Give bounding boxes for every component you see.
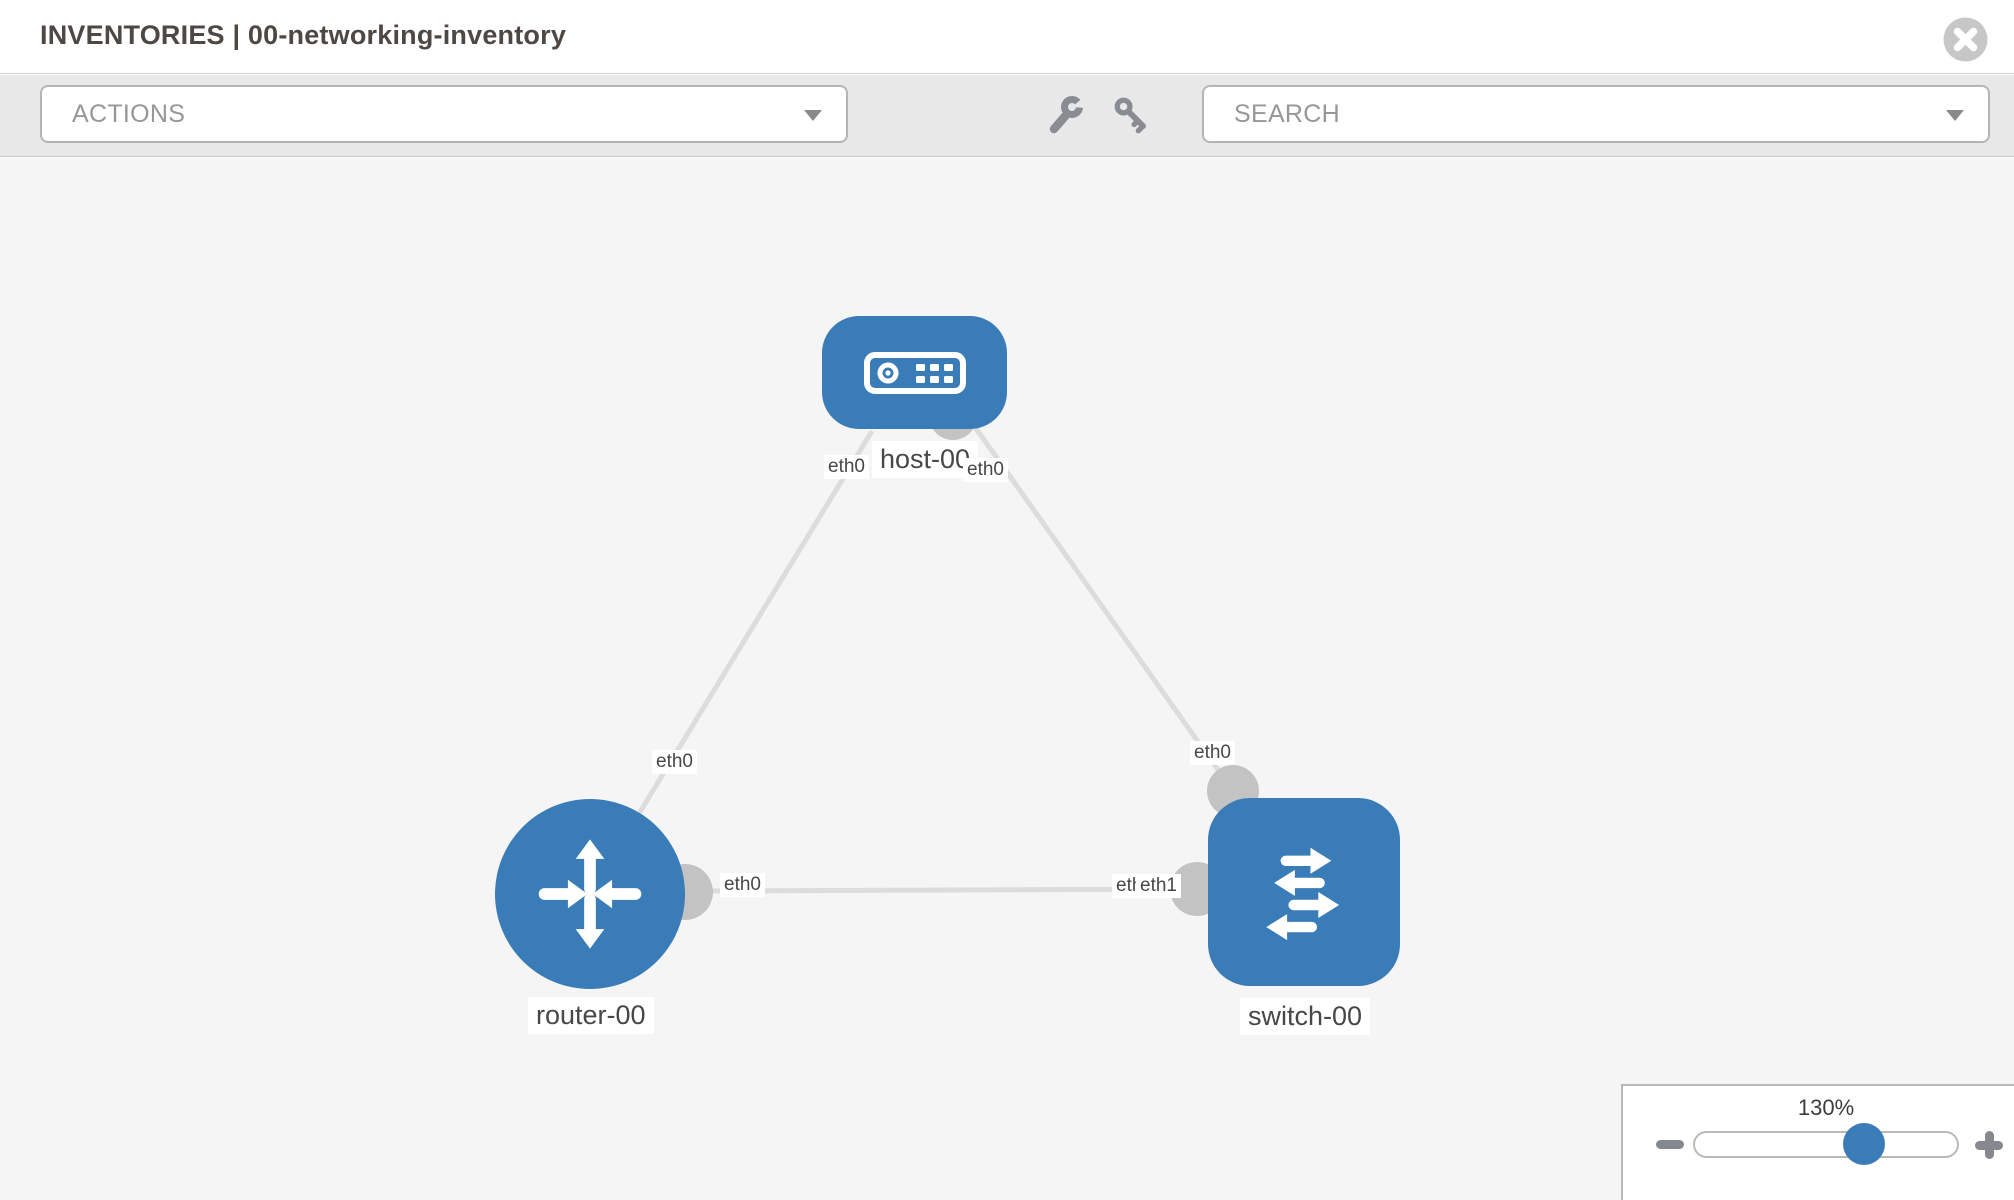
tools-button[interactable] bbox=[1045, 95, 1085, 135]
node-label-switch: switch-00 bbox=[1240, 998, 1371, 1035]
node-label-host: host-00 bbox=[872, 441, 979, 478]
key-icon bbox=[1114, 97, 1146, 134]
switch-icon bbox=[1266, 847, 1340, 941]
toolbar: ACTIONS SEARCH bbox=[0, 75, 2014, 157]
zoom-in-button[interactable] bbox=[1975, 1131, 2003, 1159]
wrench-icon bbox=[1049, 96, 1085, 134]
link-host-switch[interactable] bbox=[972, 425, 1236, 793]
topology-canvas[interactable]: host-00 router-00 switch-00 eth0 eth0 et… bbox=[0, 158, 2014, 1200]
topology-edges-layer bbox=[587, 392, 1259, 920]
router-icon bbox=[538, 839, 642, 949]
node-router-00[interactable] bbox=[495, 799, 685, 989]
interface-label-switch-eth1-to-router: eth1 bbox=[1136, 874, 1181, 898]
actions-dropdown[interactable]: ACTIONS bbox=[40, 85, 848, 143]
interface-label-switch-eth0-to-host: eth0 bbox=[1190, 741, 1235, 765]
search-dropdown[interactable]: SEARCH bbox=[1202, 85, 1990, 143]
interface-label-router-eth0-to-host: eth0 bbox=[652, 750, 697, 774]
interface-label-host-eth0-to-router: eth0 bbox=[824, 455, 869, 479]
node-host-00[interactable] bbox=[822, 316, 1007, 429]
zoom-panel: 130% bbox=[1621, 1084, 2014, 1200]
host-icon bbox=[863, 351, 966, 394]
zoom-slider-knob[interactable] bbox=[1843, 1123, 1885, 1165]
header-bar: INVENTORIES | 00-networking-inventory bbox=[0, 0, 2014, 74]
close-icon bbox=[1943, 17, 1988, 62]
search-dropdown-label: SEARCH bbox=[1234, 100, 1340, 128]
interface-label-router-eth0-to-switch: eth0 bbox=[720, 873, 765, 897]
node-label-router: router-00 bbox=[528, 997, 654, 1034]
caret-down-icon bbox=[804, 110, 822, 121]
close-button[interactable] bbox=[1942, 16, 1989, 63]
caret-down-icon bbox=[1946, 110, 1964, 121]
zoom-slider-track[interactable] bbox=[1693, 1131, 1959, 1158]
credentials-button[interactable] bbox=[1112, 95, 1152, 135]
actions-dropdown-label: ACTIONS bbox=[72, 100, 186, 128]
zoom-out-button[interactable] bbox=[1656, 1140, 1684, 1149]
node-switch-00[interactable] bbox=[1208, 798, 1400, 986]
interface-label-host-eth0-to-switch: eth0 bbox=[963, 458, 1008, 482]
page-title: INVENTORIES | 00-networking-inventory bbox=[40, 20, 567, 50]
zoom-value: 130% bbox=[1797, 1095, 1855, 1120]
